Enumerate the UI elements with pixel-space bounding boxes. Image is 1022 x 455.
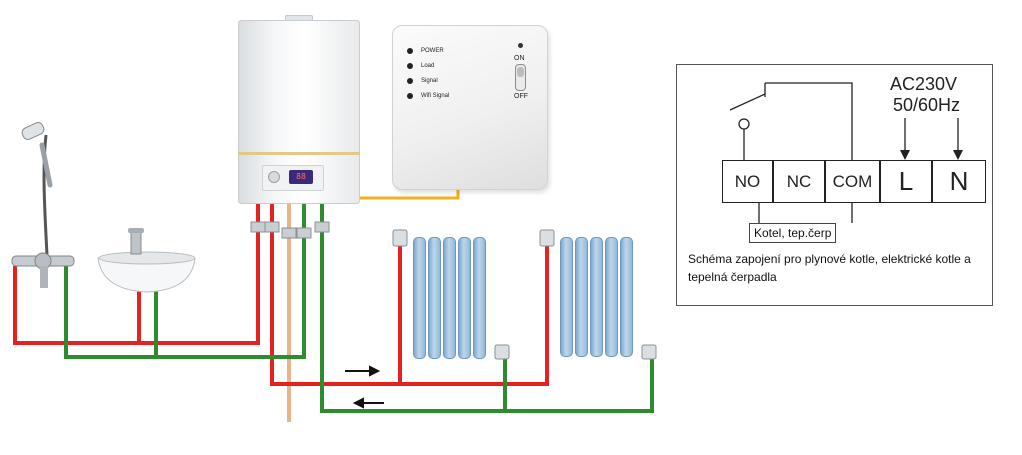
radiator-valve-bottom [641, 344, 657, 360]
radiator-fin [473, 237, 486, 359]
radiator-fin [590, 237, 603, 357]
led-power-label: POWER [421, 48, 444, 54]
led-wifi-icon [407, 93, 413, 99]
led-power-icon [407, 48, 413, 54]
supply-arrow-l-head [900, 150, 910, 160]
terminal-l: L [880, 160, 932, 203]
radiator-1 [413, 237, 486, 359]
supply-voltage: AC230V [890, 74, 958, 94]
supply-frequency: 50/60Hz [893, 95, 961, 115]
radiator-fin [413, 237, 426, 359]
boiler-display-text: 88 [296, 172, 306, 181]
wash-basin-icon [97, 228, 196, 293]
return-pipe-heating [320, 203, 654, 413]
flow-arrow-right-head [369, 365, 381, 377]
radiator-fin [560, 237, 573, 357]
terminal-com: COM [825, 160, 880, 203]
shower-icon [11, 122, 75, 288]
led-load-label: Load [421, 63, 435, 69]
radiator-fin [605, 237, 618, 357]
radiator-valve-top [539, 229, 555, 247]
radiator-fin [428, 237, 441, 359]
valve [264, 221, 280, 233]
radiator-2 [560, 237, 633, 357]
valve [281, 227, 297, 239]
load-label: Kotel, tep.čerp [749, 223, 837, 243]
hot-pipe-heating-flow [270, 203, 549, 386]
boiler-display: 88 [289, 170, 313, 184]
radiator-fin [620, 237, 633, 357]
radiator-valve-bottom [494, 344, 510, 360]
hot-pipe-shower [13, 203, 260, 345]
flow-arrow-left-head [352, 397, 364, 409]
power-switch-knob [517, 67, 524, 77]
power-switch[interactable] [515, 64, 526, 91]
receiver-indicator-icon [518, 43, 523, 48]
radiator-valve-top [392, 229, 408, 247]
supply-arrow-n-head [953, 150, 963, 160]
terminal-no: NO [722, 160, 773, 203]
switch-off-label: OFF [514, 93, 528, 100]
led-signal-label: Signal [421, 78, 438, 84]
boiler-knob-icon [268, 171, 280, 183]
terminal-n: N [932, 160, 986, 203]
radiator-fin [458, 237, 471, 359]
led-signal-icon [407, 78, 413, 84]
valve [296, 227, 312, 239]
led-load-icon [407, 63, 413, 69]
switch-on-label: ON [514, 55, 525, 62]
led-wifi-label: Wifi Signal [421, 93, 450, 99]
wiring-caption: Schéma zapojení pro plynové kotle, elekt… [688, 252, 971, 284]
boiler-stripe [238, 152, 360, 155]
radiator-fin [443, 237, 456, 359]
relay-contact-icon [738, 118, 750, 130]
radiator-fin [575, 237, 588, 357]
relay-arm [729, 93, 766, 111]
wireless-receiver [392, 25, 548, 190]
valve [314, 221, 330, 233]
terminal-nc: NC [773, 160, 825, 203]
cold-pipe-domestic [64, 203, 306, 359]
relay-com-lead [764, 82, 853, 160]
